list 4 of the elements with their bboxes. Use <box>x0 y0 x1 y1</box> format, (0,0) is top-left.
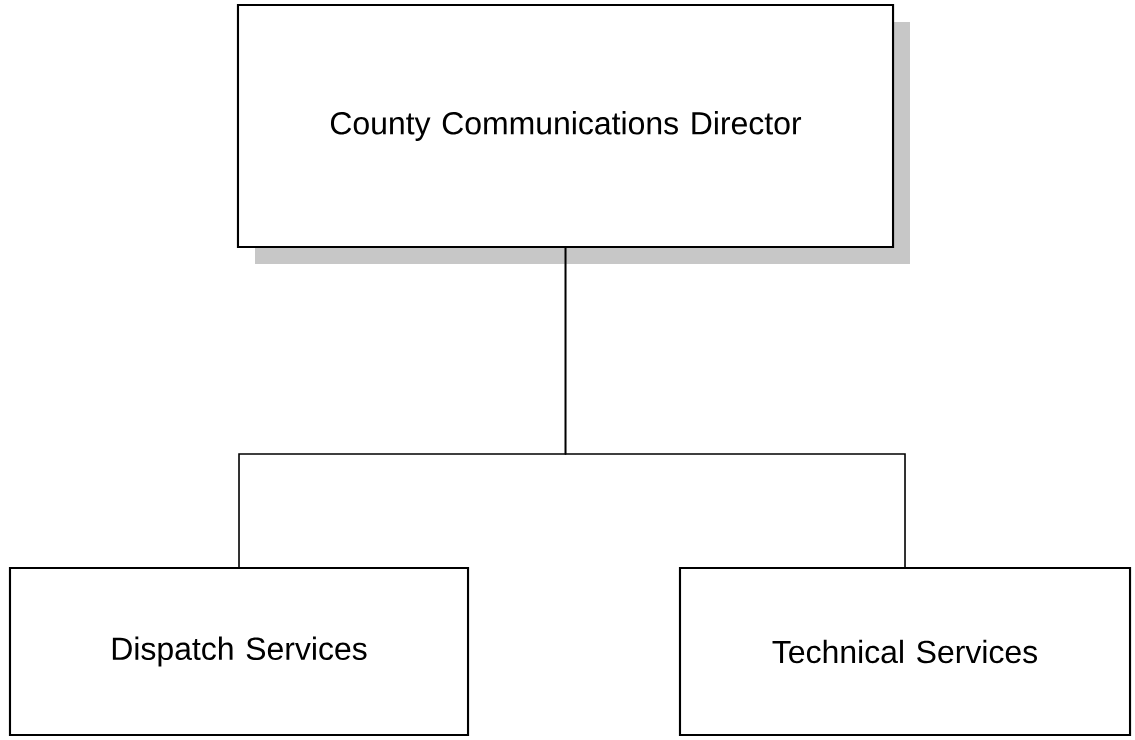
connector-line <box>564 247 906 568</box>
org-box: County Communications Director <box>236 3 910 264</box>
org-box: Dispatch Services <box>8 566 470 737</box>
org-box: Technical Services <box>678 566 1132 737</box>
